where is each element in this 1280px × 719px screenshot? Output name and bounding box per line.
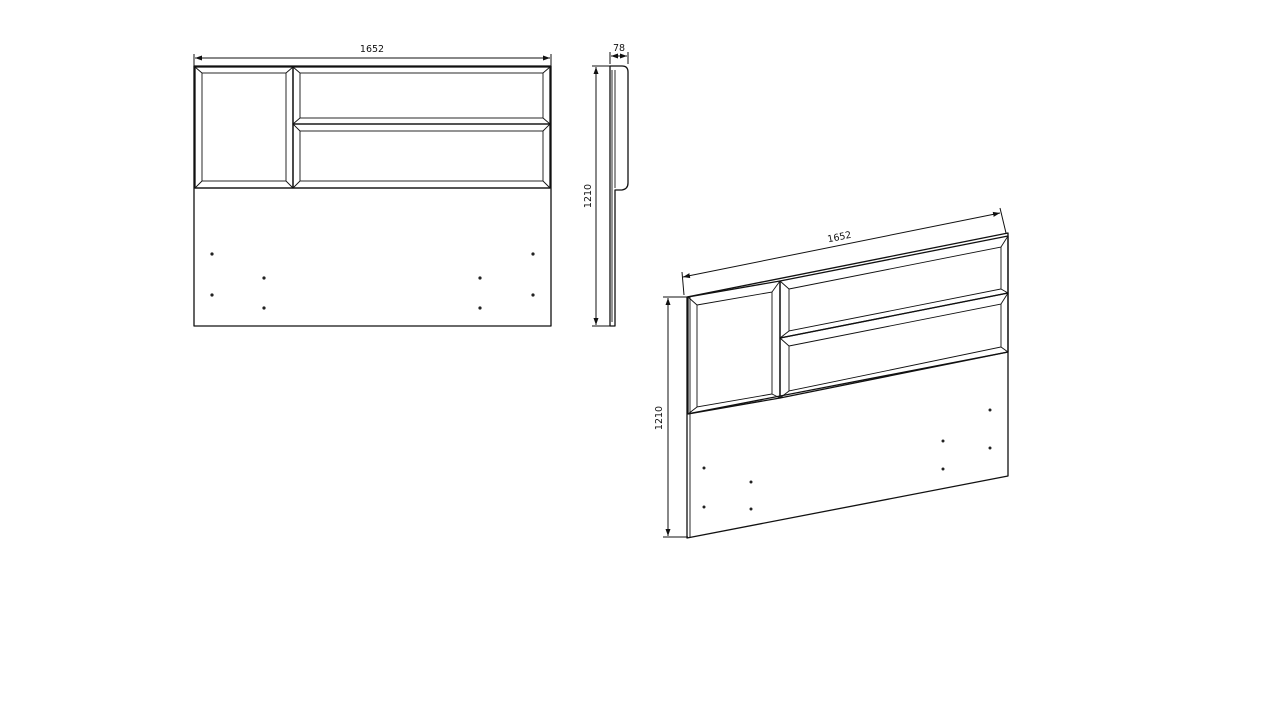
left-tall-panel bbox=[194, 66, 294, 189]
front-mounting-holes bbox=[210, 252, 535, 310]
side-profile bbox=[609, 65, 629, 327]
perspective-mounting-holes bbox=[702, 408, 992, 511]
bottom-right-panel bbox=[292, 123, 551, 189]
side-depth-label: 78 bbox=[613, 43, 625, 54]
headboard-board bbox=[193, 65, 552, 327]
perspective-top-right-panel bbox=[779, 235, 1009, 339]
perspective-bottom-right-panel bbox=[779, 292, 1009, 399]
front-view: 1652 bbox=[193, 44, 552, 327]
front-width-label: 1652 bbox=[360, 44, 384, 55]
perspective-view: 1652 1210 bbox=[654, 207, 1009, 539]
front-width-dimension: 1652 bbox=[193, 44, 552, 66]
side-height-label: 1210 bbox=[583, 184, 594, 208]
perspective-height-label: 1210 bbox=[654, 406, 665, 430]
perspective-left-panel bbox=[687, 280, 781, 415]
perspective-width-dimension: 1652 bbox=[681, 207, 1007, 296]
side-height-dimension: 1210 bbox=[583, 65, 610, 327]
perspective-height-dimension: 1210 bbox=[654, 296, 688, 538]
side-view: 78 1210 bbox=[583, 43, 629, 327]
perspective-width-label: 1652 bbox=[827, 230, 853, 246]
perspective-board bbox=[686, 232, 1009, 539]
side-depth-dimension: 78 bbox=[609, 43, 629, 64]
top-right-panel bbox=[292, 66, 551, 125]
